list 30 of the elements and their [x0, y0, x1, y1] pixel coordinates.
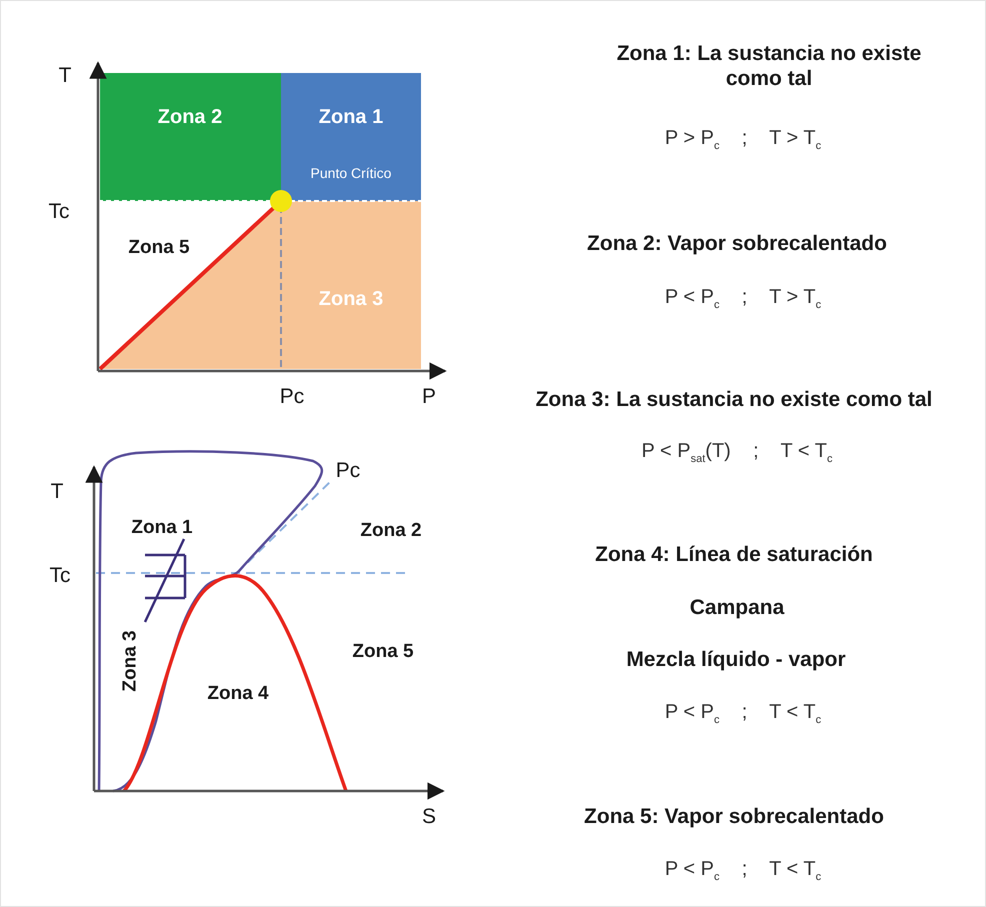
zone-label: Zona 1 [131, 517, 193, 540]
axis-label: Tc [48, 199, 70, 224]
condition-formula: P > P$_{c}$ ; T > T$_{c}$ [664, 126, 822, 154]
axis-label: P [422, 384, 436, 410]
condition-formula: P < P$_{c}$ ; T > T$_{c}$ [664, 285, 822, 312]
zone-description: Mezcla líquido - vapor [626, 647, 846, 672]
zone-description: Campana [690, 595, 784, 620]
zone-label: Zona 1 [318, 105, 384, 129]
zone-description: Zona 3: La sustancia no existe como tal [536, 387, 932, 412]
axis-label: Tc [50, 563, 70, 588]
zone-description: Zona 4: Línea de saturación [595, 542, 873, 568]
zone-description: Zona 2: Vapor sobrecalentado [587, 231, 887, 256]
zone-label: Zona 3 [120, 630, 142, 692]
zone-label: Zona 5 [352, 641, 414, 664]
zone-label: Zona 5 [128, 237, 190, 260]
axis-label: S [422, 804, 436, 830]
axis-label: Pc [336, 458, 360, 484]
condition-formula: P < P$_{c}$ ; T < T$_{c}$ [664, 700, 822, 728]
point-label: Punto Crítico [310, 165, 392, 182]
axis-label: Pc [280, 384, 304, 410]
condition-formula: P < P$_{c}$ ; T < T$_{c}$ [664, 857, 822, 884]
zone-label: Zona 2 [360, 520, 422, 543]
condition-formula: P < P$_{sat}$(T) ; T < T$_{c}$ [642, 439, 832, 466]
zone-label: Zona 4 [207, 683, 269, 706]
zone-description: Zona 1: La sustancia no existe como tal [616, 41, 922, 92]
zone-label: Zona 2 [158, 105, 222, 129]
axis-label: T [58, 63, 72, 88]
zone-description: Zona 5: Vapor sobrecalentado [584, 804, 884, 830]
zone-label: Zona 3 [318, 287, 384, 311]
axis-label: T [50, 479, 64, 504]
